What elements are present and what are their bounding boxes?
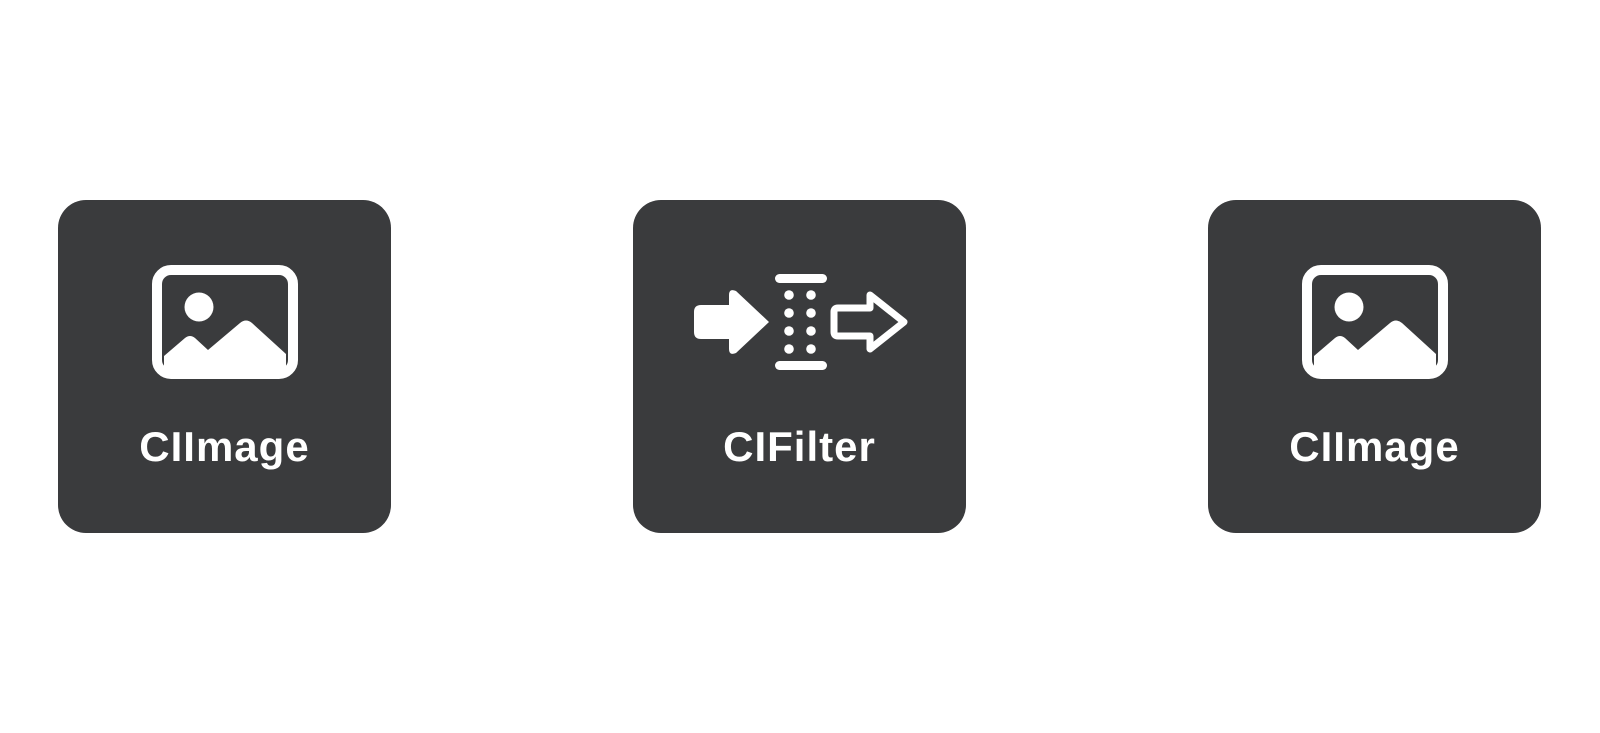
- photo-icon: [1208, 262, 1541, 382]
- filter-pipeline-icon: [633, 262, 966, 382]
- card-label: CIFilter: [723, 423, 876, 470]
- input-image-card: CIImage: [58, 200, 391, 533]
- filter-card: CIFilter: [633, 200, 966, 533]
- card-label: CIImage: [139, 423, 310, 470]
- card-label: CIImage: [1289, 423, 1460, 470]
- output-image-card: CIImage: [1208, 200, 1541, 533]
- photo-icon: [58, 262, 391, 382]
